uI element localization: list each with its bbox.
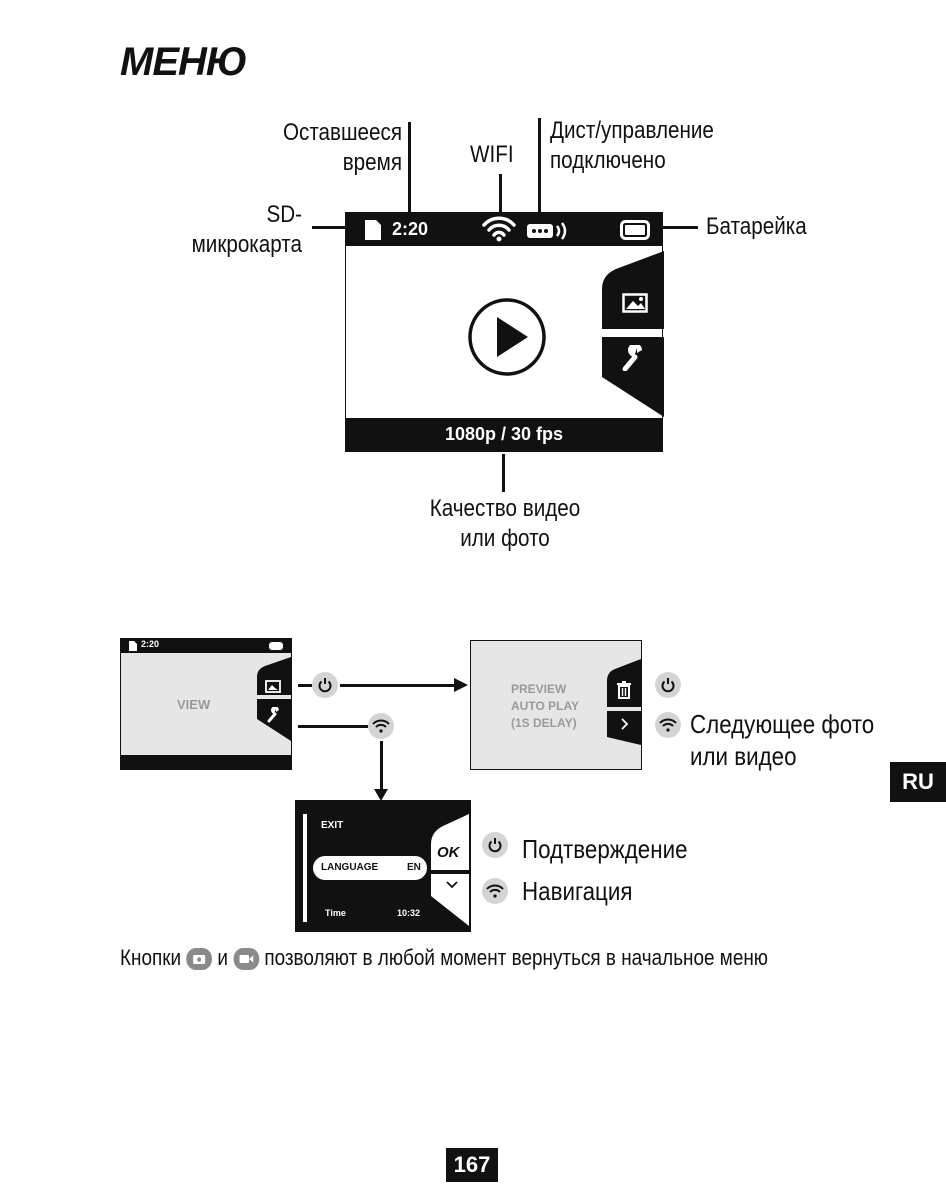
sd-card-icon [129, 641, 137, 651]
camera-main-screen: 2:20 1080p / 30 fps [345, 212, 664, 452]
menu-item-exit[interactable]: EXIT [321, 820, 344, 831]
menu-item-time[interactable]: Time [325, 908, 346, 918]
remote-icon [527, 222, 567, 240]
trash-icon[interactable] [617, 681, 631, 699]
sd-card-icon [365, 220, 381, 240]
power-icon [488, 838, 502, 853]
wrench-icon[interactable] [267, 707, 281, 723]
wifi-icon [482, 216, 516, 242]
quality-pointer [502, 454, 505, 492]
power-icon [661, 678, 675, 693]
menu-item-language[interactable]: LANGUAGE EN [313, 856, 427, 880]
view-screen: 2:20 VIEW [120, 638, 292, 770]
menu-side-panel [431, 814, 469, 926]
footer-text-wrap: Кнопки и позволяют в любой момент вернут… [120, 945, 768, 971]
wifi-label: WIFI [470, 141, 514, 168]
preview-screen: PREVIEW AUTO PLAY (1S DELAY) [470, 640, 642, 770]
wifi-button-indicator [655, 712, 681, 738]
view-label: VIEW [177, 697, 211, 712]
wifi-button-indicator [368, 713, 394, 739]
arrow-head [374, 789, 388, 801]
view-remaining-time: 2:20 [141, 639, 160, 649]
power-icon [318, 678, 332, 693]
battery-label: Батарейка [706, 213, 807, 240]
remaining-time: 2:20 [392, 219, 429, 239]
preview-text: PREVIEW AUTO PLAY (1S DELAY) [511, 682, 580, 730]
wifi-icon [659, 718, 677, 732]
quality-label: Качество видео или фото [429, 495, 581, 552]
battery-icon [620, 220, 650, 240]
photo-icon[interactable] [265, 680, 281, 693]
power-button-indicator [312, 672, 338, 698]
confirm-label: Подтверждение [522, 834, 688, 864]
side-menu [602, 251, 664, 417]
video-icon [233, 948, 260, 971]
photo-icon[interactable] [622, 293, 648, 313]
remaining-time-label: Оставшееся время [282, 119, 402, 176]
wifi-pointer [499, 174, 502, 214]
page-title: МЕНЮ [120, 40, 248, 84]
power-button-indicator [482, 832, 508, 858]
status-bar: 2:20 [346, 213, 662, 246]
battery-pointer [662, 226, 698, 229]
arrow-to-preview [340, 684, 456, 687]
language-badge: RU [890, 762, 946, 802]
preview-side-menu [607, 659, 641, 745]
language-value: EN [407, 862, 421, 873]
language-label: LANGUAGE [321, 862, 379, 873]
wifi-button-indicator [482, 878, 508, 904]
sd-card-label: SD- микрокарта [191, 201, 302, 258]
arrow-to-menu [380, 741, 383, 791]
arrow-head [454, 678, 468, 692]
next-media-label: Следующее фото или видео [690, 709, 875, 771]
wifi-icon [486, 884, 504, 898]
camera-icon [186, 948, 213, 971]
menu-screen: EXIT LANGUAGE EN Time 10:32 OK [295, 800, 471, 932]
battery-icon [269, 642, 283, 650]
ok-button[interactable]: OK [437, 844, 460, 861]
view-side-menu [257, 657, 291, 741]
menu-scrollbar[interactable] [303, 814, 307, 922]
wifi-icon [372, 719, 390, 733]
arrow-segment [298, 725, 368, 728]
video-quality: 1080p / 30 fps [346, 418, 662, 451]
page-number: 167 [446, 1148, 498, 1182]
chevron-down-icon[interactable] [445, 880, 459, 890]
sd-card-pointer [312, 226, 346, 229]
wrench-icon[interactable] [622, 345, 646, 371]
view-bottom-bar [121, 755, 291, 769]
navigate-label: Навигация [522, 876, 633, 906]
remaining-time-pointer [408, 122, 411, 214]
footer-note: Кнопки и позволяют в любой момент вернут… [120, 944, 940, 972]
remote-label: Дист/управление подключено [550, 117, 714, 174]
play-icon[interactable] [466, 296, 548, 378]
view-status-bar: 2:20 [121, 639, 291, 653]
power-button-indicator [655, 672, 681, 698]
remote-pointer [538, 118, 541, 214]
chevron-right-icon[interactable] [620, 717, 630, 731]
arrow-segment [298, 684, 312, 687]
time-value: 10:32 [397, 908, 421, 918]
